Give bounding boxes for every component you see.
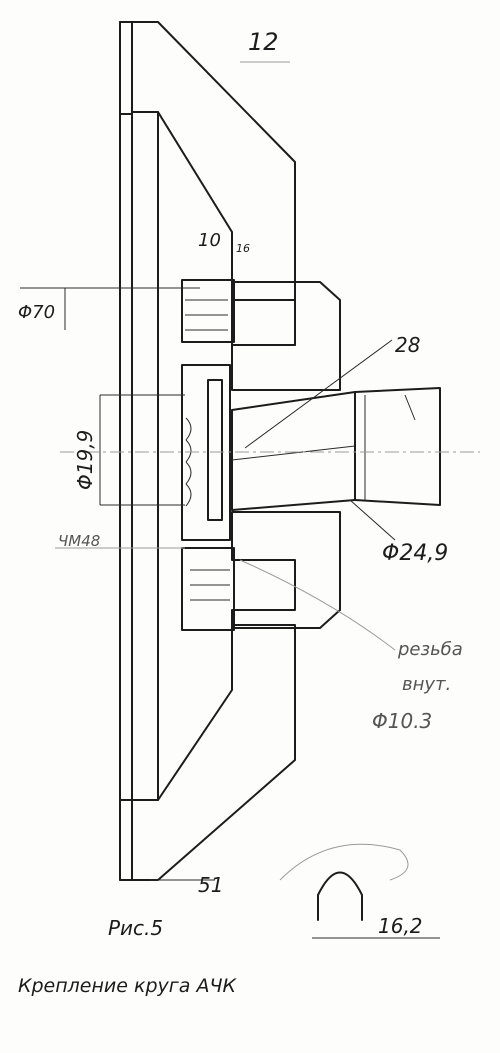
spindle-shaft bbox=[354, 387, 441, 506]
figure-caption: Крепление круга АЧК bbox=[18, 975, 237, 997]
figure-number: Рис.5 bbox=[108, 916, 163, 940]
profile-sketch bbox=[279, 843, 409, 881]
label-part-number: 12 bbox=[248, 28, 279, 56]
screw-lower bbox=[190, 569, 230, 601]
clamp-washer-lower bbox=[181, 547, 235, 631]
shaft-break bbox=[404, 394, 416, 421]
label-dia-70: Φ70 bbox=[18, 302, 55, 323]
label-angle-10: 10 bbox=[198, 230, 221, 251]
spindle-taper bbox=[231, 391, 356, 511]
label-thread-note-1: резьба bbox=[397, 639, 463, 660]
leader-28 bbox=[244, 339, 393, 449]
clamp-washer-upper bbox=[181, 279, 235, 343]
label-dim-28: 28 bbox=[395, 333, 420, 357]
label-dim-16-2: 16,2 bbox=[378, 914, 423, 938]
clamp-nut bbox=[181, 364, 231, 541]
cup-wall-lower bbox=[131, 624, 296, 881]
label-thread-note-3: Φ10.3 bbox=[372, 709, 432, 733]
label-dia-19-9: Φ19,9 bbox=[73, 430, 97, 490]
label-thread-note-2: внут. bbox=[402, 674, 451, 695]
profile-detail bbox=[317, 871, 363, 921]
flange-hub bbox=[231, 281, 341, 391]
taper-axis bbox=[231, 445, 356, 461]
cup-wall-upper bbox=[131, 21, 296, 346]
label-angle-16: 16 bbox=[236, 242, 250, 255]
leader-24-9 bbox=[349, 499, 396, 541]
label-dim-51: 51 bbox=[198, 873, 223, 897]
label-dia-24-9: Φ24,9 bbox=[382, 541, 448, 566]
leader-thread-note bbox=[239, 559, 396, 651]
nut-knurl bbox=[185, 417, 192, 507]
screw-upper bbox=[185, 299, 228, 331]
nut-inner-ring bbox=[207, 379, 223, 521]
label-thread-m48: ЧМ48 bbox=[58, 532, 100, 550]
abrasive-layer-top bbox=[119, 21, 133, 115]
flange-hub-lower bbox=[231, 511, 341, 629]
abrasive-layer-bottom bbox=[119, 799, 133, 881]
